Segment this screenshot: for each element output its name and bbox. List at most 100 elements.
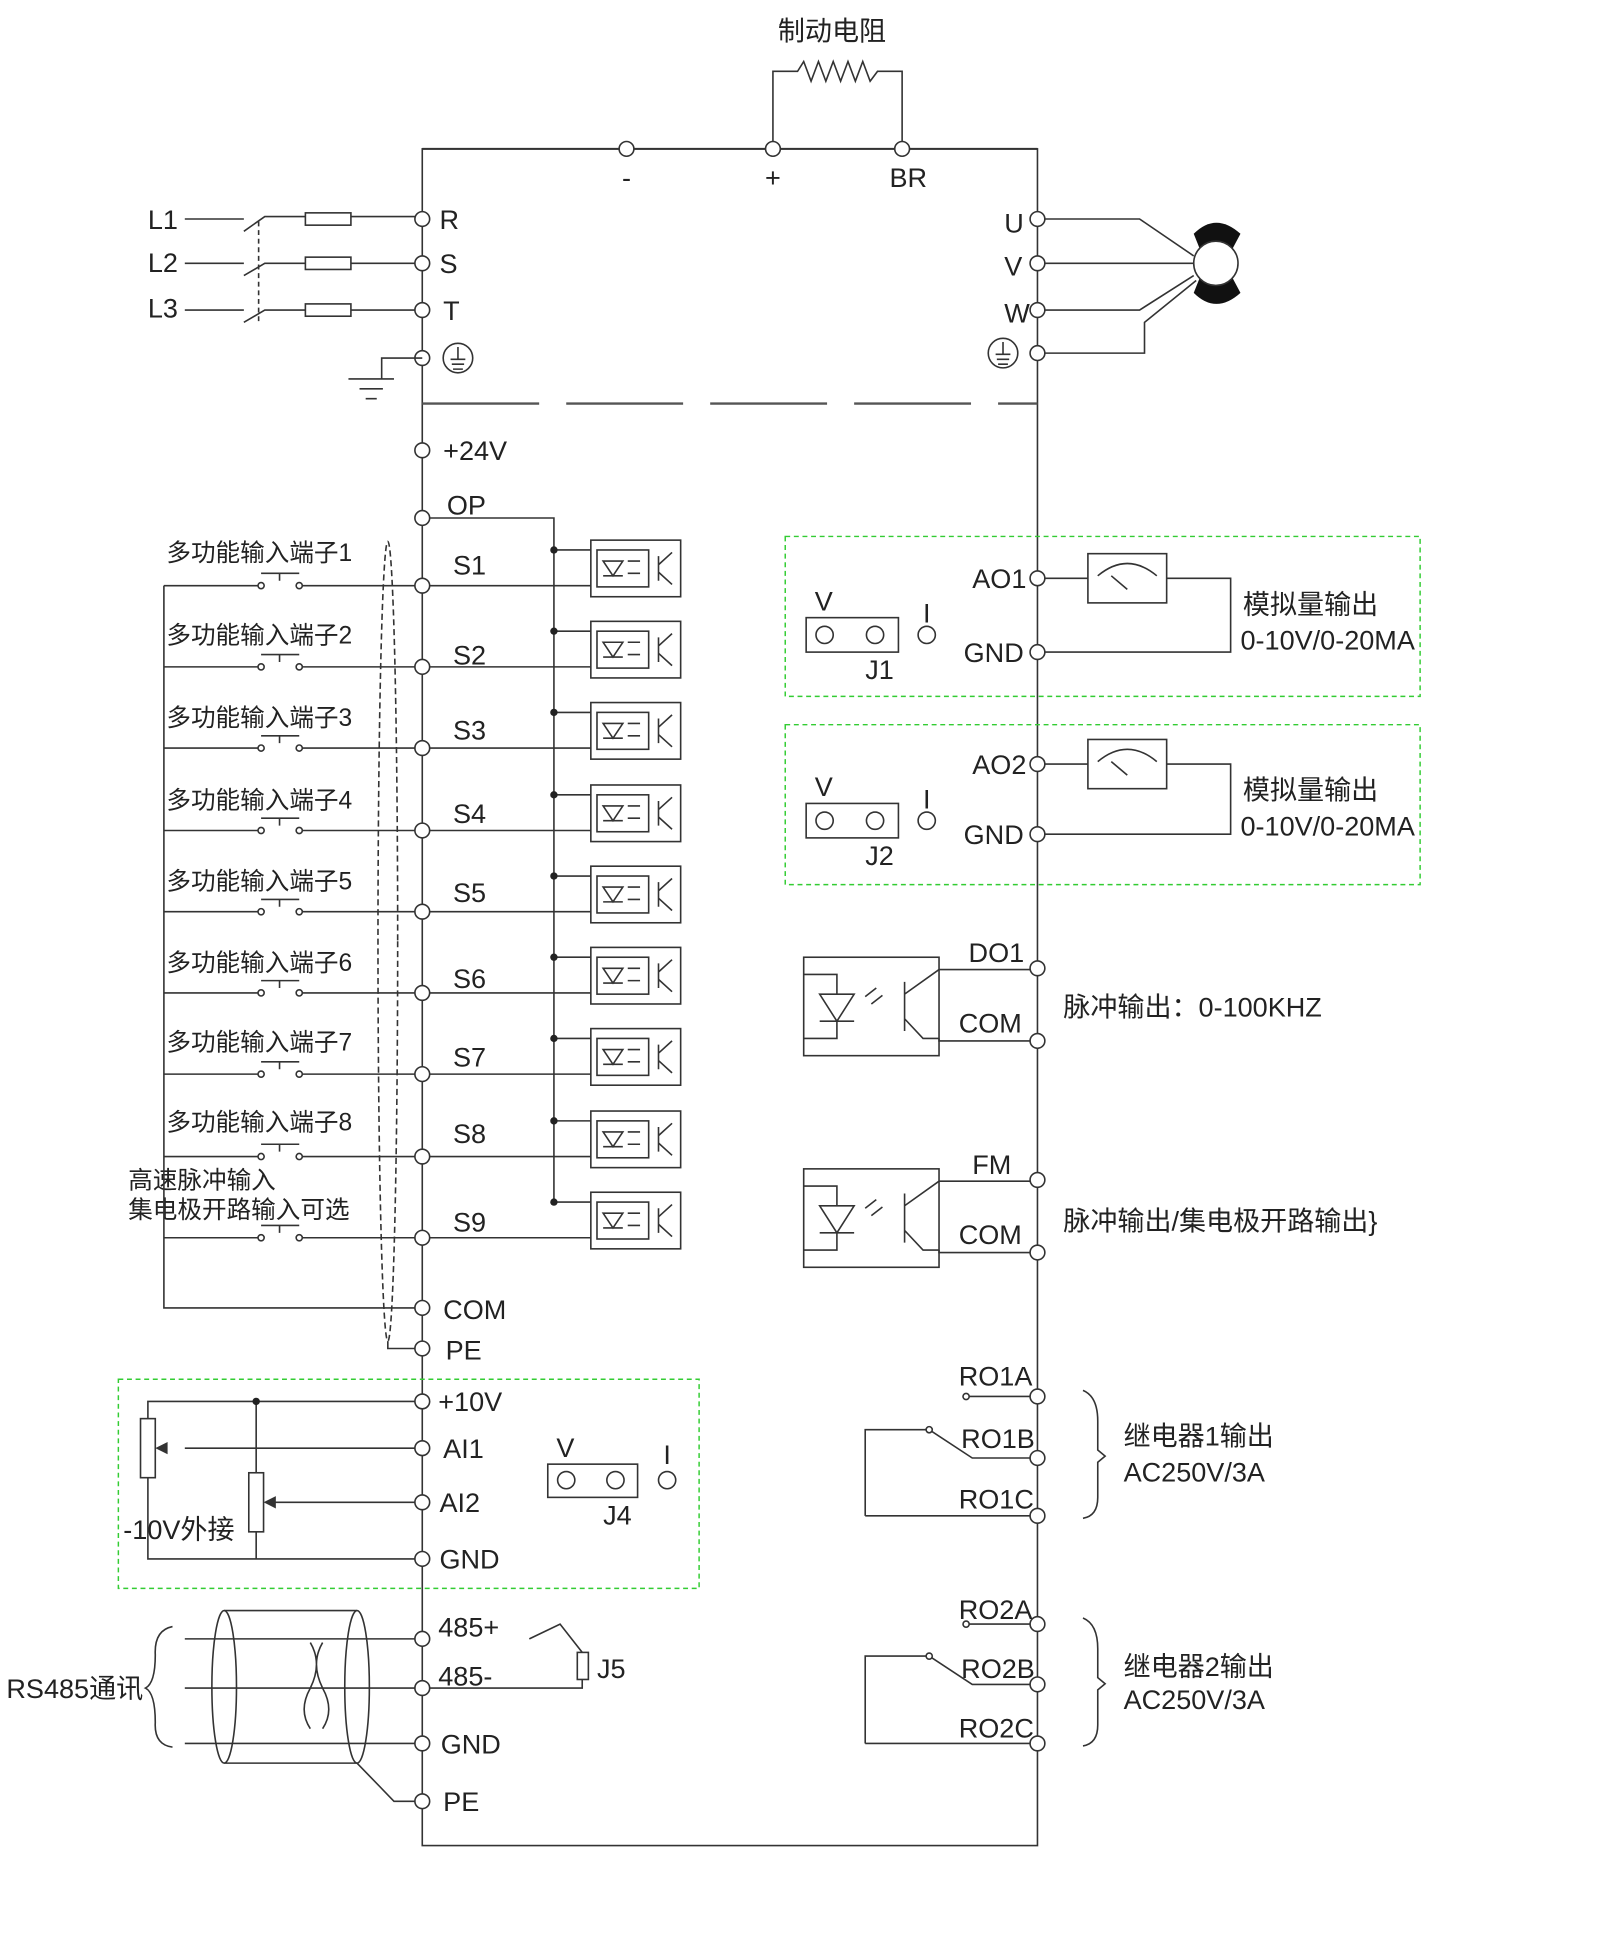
relay-rating: AC250V/3A — [1124, 1457, 1265, 1487]
label-ai1: AI1 — [443, 1434, 484, 1464]
desc-ao2: 模拟量输出 — [1243, 776, 1378, 806]
desc-fm: 脉冲输出/集电极开路输出} — [1063, 1206, 1377, 1236]
terminator-resistor-icon — [576, 1651, 590, 1681]
label-ao2: AO2 — [972, 750, 1026, 780]
label-do1: DO1 — [969, 938, 1025, 968]
input-label: 多功能输入端子6 — [166, 949, 352, 977]
label-485pe: PE — [443, 1787, 479, 1817]
relay-desc: 继电器1输出 — [1124, 1422, 1274, 1452]
terminal — [414, 1148, 431, 1165]
terminal-minus — [618, 140, 635, 158]
switch-icon — [163, 979, 415, 994]
ground-icon — [348, 342, 474, 400]
terminal — [414, 984, 431, 1002]
terminal — [414, 1229, 431, 1246]
switch-icon — [163, 1143, 415, 1158]
terminal-label: S5 — [453, 878, 486, 908]
label-10v: +10V — [438, 1387, 502, 1417]
terminal-label: S9 — [453, 1208, 486, 1238]
range-ao1: 0-10V/0-20MA — [1240, 626, 1414, 656]
terminal — [414, 577, 431, 594]
switch-icon — [163, 898, 415, 913]
fuse-icon — [304, 303, 352, 318]
label-24v: +24V — [443, 436, 507, 466]
range-ao2: 0-10V/0-20MA — [1240, 811, 1414, 841]
terminal-label: S7 — [453, 1043, 486, 1073]
label-s: S — [439, 249, 457, 279]
jumper-v: V — [815, 586, 833, 616]
terminal-label: S8 — [453, 1119, 486, 1149]
label-w: W — [1004, 298, 1030, 328]
label-pe: PE — [446, 1336, 482, 1366]
potentiometer-icon — [247, 1471, 265, 1533]
input-label: 多功能输入端子2 — [166, 621, 352, 649]
motor-icon — [1192, 222, 1241, 304]
label-minus: - — [622, 163, 631, 193]
relay-rating: AC250V/3A — [1124, 1685, 1265, 1715]
label-u: U — [1004, 209, 1024, 239]
terminal — [414, 739, 431, 757]
terminal-label: S6 — [453, 964, 486, 994]
terminal — [414, 903, 431, 920]
meter-icon — [1087, 738, 1168, 790]
jumper-i: I — [923, 784, 931, 814]
analog-inputs: +10V AI1 AI2 GND -10V外接 V I J4 — [117, 1378, 700, 1590]
switch-icon — [163, 1061, 415, 1075]
label-com: COM — [959, 1008, 1022, 1038]
label-gnd: GND — [964, 638, 1024, 668]
optocoupler-icon — [590, 620, 682, 679]
desc-ao1: 模拟量输出 — [1243, 590, 1378, 620]
shield-icon — [377, 540, 399, 1342]
optocoupler-icon — [590, 701, 682, 760]
s9-note-1: 高速脉冲输入 — [128, 1167, 276, 1195]
label-c: RO2C — [959, 1713, 1034, 1743]
potentiometer-icon — [139, 1417, 157, 1479]
optocoupler-icon — [802, 1168, 940, 1269]
optocoupler-icon — [590, 1027, 682, 1086]
input-label: 多功能输入端子4 — [166, 786, 352, 814]
terminal-op — [414, 509, 431, 527]
switch-icon — [163, 1224, 415, 1239]
jumper-v: V — [556, 1433, 574, 1463]
terminal-label: S1 — [453, 551, 486, 581]
brake-resistor: 制动电阻 — [772, 17, 903, 149]
label-br: BR — [889, 163, 927, 193]
jumper-v: V — [815, 772, 833, 802]
label-b: RO1B — [961, 1424, 1035, 1454]
meter-icon — [1087, 552, 1168, 604]
fuse-icon — [304, 212, 352, 226]
label-gnd: GND — [439, 1545, 499, 1575]
terminal-plus — [764, 140, 782, 158]
label-plus: + — [765, 163, 781, 193]
resistor-symbol — [772, 59, 903, 149]
terminal — [414, 1065, 431, 1083]
optocoupler-icon — [590, 539, 682, 598]
input-label: 多功能输入端子5 — [166, 868, 352, 896]
label-a: RO1A — [959, 1361, 1033, 1391]
label-l2: L2 — [148, 248, 178, 278]
label-a: RO2A — [959, 1595, 1033, 1625]
optocoupler-icon — [590, 946, 682, 1005]
terminal — [414, 658, 431, 676]
label-fm: FM — [972, 1150, 1011, 1180]
ground-icon — [987, 337, 1019, 369]
fuse-icon — [304, 256, 352, 271]
relay-outputs: RO1ARO1BRO1C继电器1输出AC250V/3ARO2ARO2BRO2C继… — [864, 1361, 1274, 1752]
input-label: 多功能输入端子7 — [166, 1029, 352, 1057]
label-j5: J5 — [597, 1654, 626, 1684]
brake-resistor-label: 制动电阻 — [778, 17, 886, 47]
motor-output: U V W — [987, 209, 1241, 369]
brace-icon — [1082, 1617, 1107, 1747]
label-gnd: GND — [964, 820, 1024, 850]
label-t: T — [443, 296, 460, 326]
